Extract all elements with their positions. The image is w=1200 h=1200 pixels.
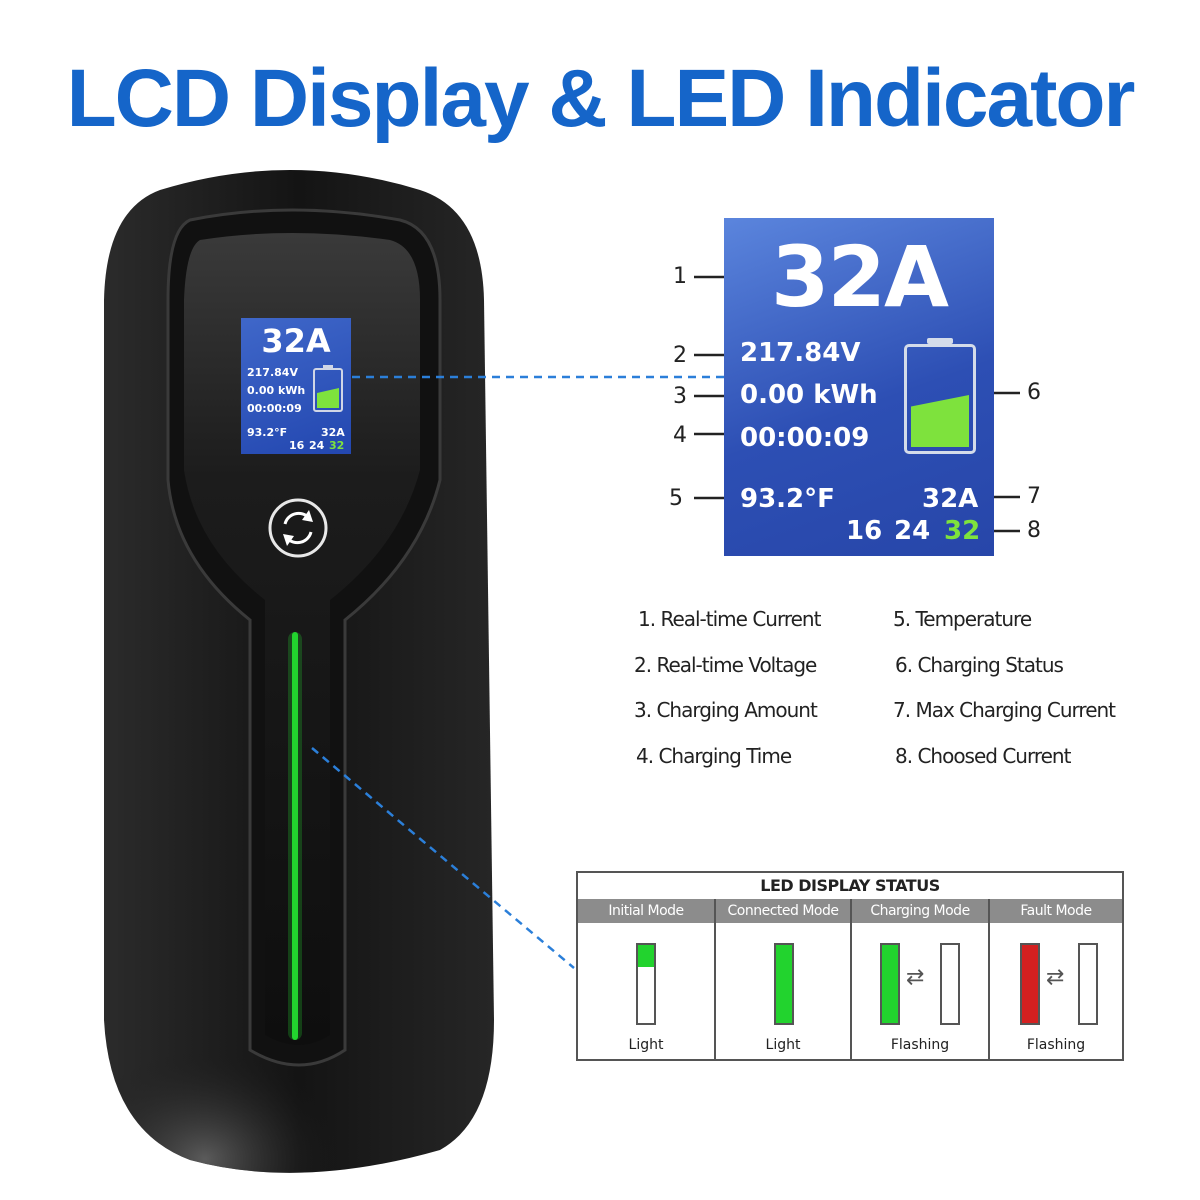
led-status-table: LED DISPLAY STATUS Initial Mode Connecte… (576, 871, 1124, 1061)
callout-6: 6 (1027, 380, 1041, 405)
voltage-reading-large: 217.84V (740, 338, 861, 368)
mode-header-charging: Charging Mode (852, 899, 988, 923)
led-table-title: LED DISPLAY STATUS (760, 876, 940, 895)
lcd-screen-enlarged: 32A 217.84V 0.00 kWh 00:00:09 93.2°F 32A… (724, 218, 994, 556)
voltage-reading: 217.84V (247, 366, 298, 379)
current-option-16: 16 (289, 439, 305, 452)
current-option-16-large: 16 (846, 516, 883, 546)
legend-item-8: 8. Choosed Current (895, 744, 1071, 768)
legend-item-7: 7. Max Charging Current (893, 698, 1116, 722)
mode-caption-charging: Flashing (890, 1037, 950, 1053)
temperature-reading: 93.2°F (247, 426, 288, 439)
led-connector-line (311, 747, 575, 969)
current-option-32: 32 (329, 439, 345, 452)
legend-item-3: 3. Charging Amount (634, 698, 818, 722)
led-indicator-charging-on (880, 943, 900, 1025)
callout-2: 2 (673, 343, 687, 368)
swap-arrows-icon: ⇄ (906, 965, 925, 990)
callout-7: 7 (1027, 484, 1041, 509)
mode-caption-fault: Flashing (1026, 1037, 1086, 1053)
led-strip (292, 632, 298, 1040)
led-indicator-fault-off (1078, 943, 1098, 1025)
refresh-button (268, 498, 328, 558)
led-indicator-connected (774, 943, 794, 1025)
legend-item-4: 4. Charging Time (636, 744, 792, 768)
callout-4: 4 (673, 423, 687, 448)
current-option-24-large: 24 (894, 516, 931, 546)
swap-arrows-icon: ⇄ (1046, 965, 1065, 990)
energy-reading-large: 0.00 kWh (740, 380, 878, 410)
mode-cell-fault: ⇄ Flashing (990, 925, 1122, 1059)
mode-header-connected: Connected Mode (716, 899, 850, 923)
legend-item-1: 1. Real-time Current (638, 607, 821, 631)
legend-item-5: 5. Temperature (893, 607, 1032, 631)
callout-8: 8 (1027, 518, 1041, 543)
mode-cell-charging: ⇄ Flashing (852, 925, 988, 1059)
mode-cell-connected: Light (716, 925, 850, 1059)
mode-cell-initial: Light (578, 925, 714, 1059)
mode-header-fault: Fault Mode (990, 899, 1122, 923)
time-reading-large: 00:00:09 (740, 423, 870, 453)
page-title: LCD Display & LED Indicator (66, 53, 1136, 144)
callout-1: 1 (673, 264, 687, 289)
battery-icon (313, 365, 343, 412)
energy-reading: 0.00 kWh (247, 384, 306, 397)
time-reading: 00:00:09 (247, 402, 302, 415)
mode-header-initial: Initial Mode (578, 899, 714, 923)
led-indicator-initial (636, 943, 656, 1025)
led-indicator-charging-off (940, 943, 960, 1025)
led-indicator-fault-on (1020, 943, 1040, 1025)
device-lcd-screen: 32A 217.84V 0.00 kWh 00:00:09 93.2°F 32A… (241, 318, 351, 454)
mode-caption-initial: Light (628, 1037, 664, 1053)
callout-5: 5 (669, 486, 683, 511)
current-reading-large: 32A (771, 228, 949, 326)
current-option-24: 24 (309, 439, 325, 452)
callout-3: 3 (673, 384, 687, 409)
legend-item-6: 6. Charging Status (895, 653, 1064, 677)
legend-item-2: 2. Real-time Voltage (634, 653, 817, 677)
mode-caption-connected: Light (765, 1037, 801, 1053)
current-reading: 32A (261, 322, 331, 360)
max-current-reading-large: 32A (922, 484, 979, 514)
current-option-32-large: 32 (944, 516, 981, 546)
battery-icon-large (904, 338, 976, 454)
temperature-reading-large: 93.2°F (740, 484, 835, 514)
max-current-reading: 32A (321, 426, 345, 439)
